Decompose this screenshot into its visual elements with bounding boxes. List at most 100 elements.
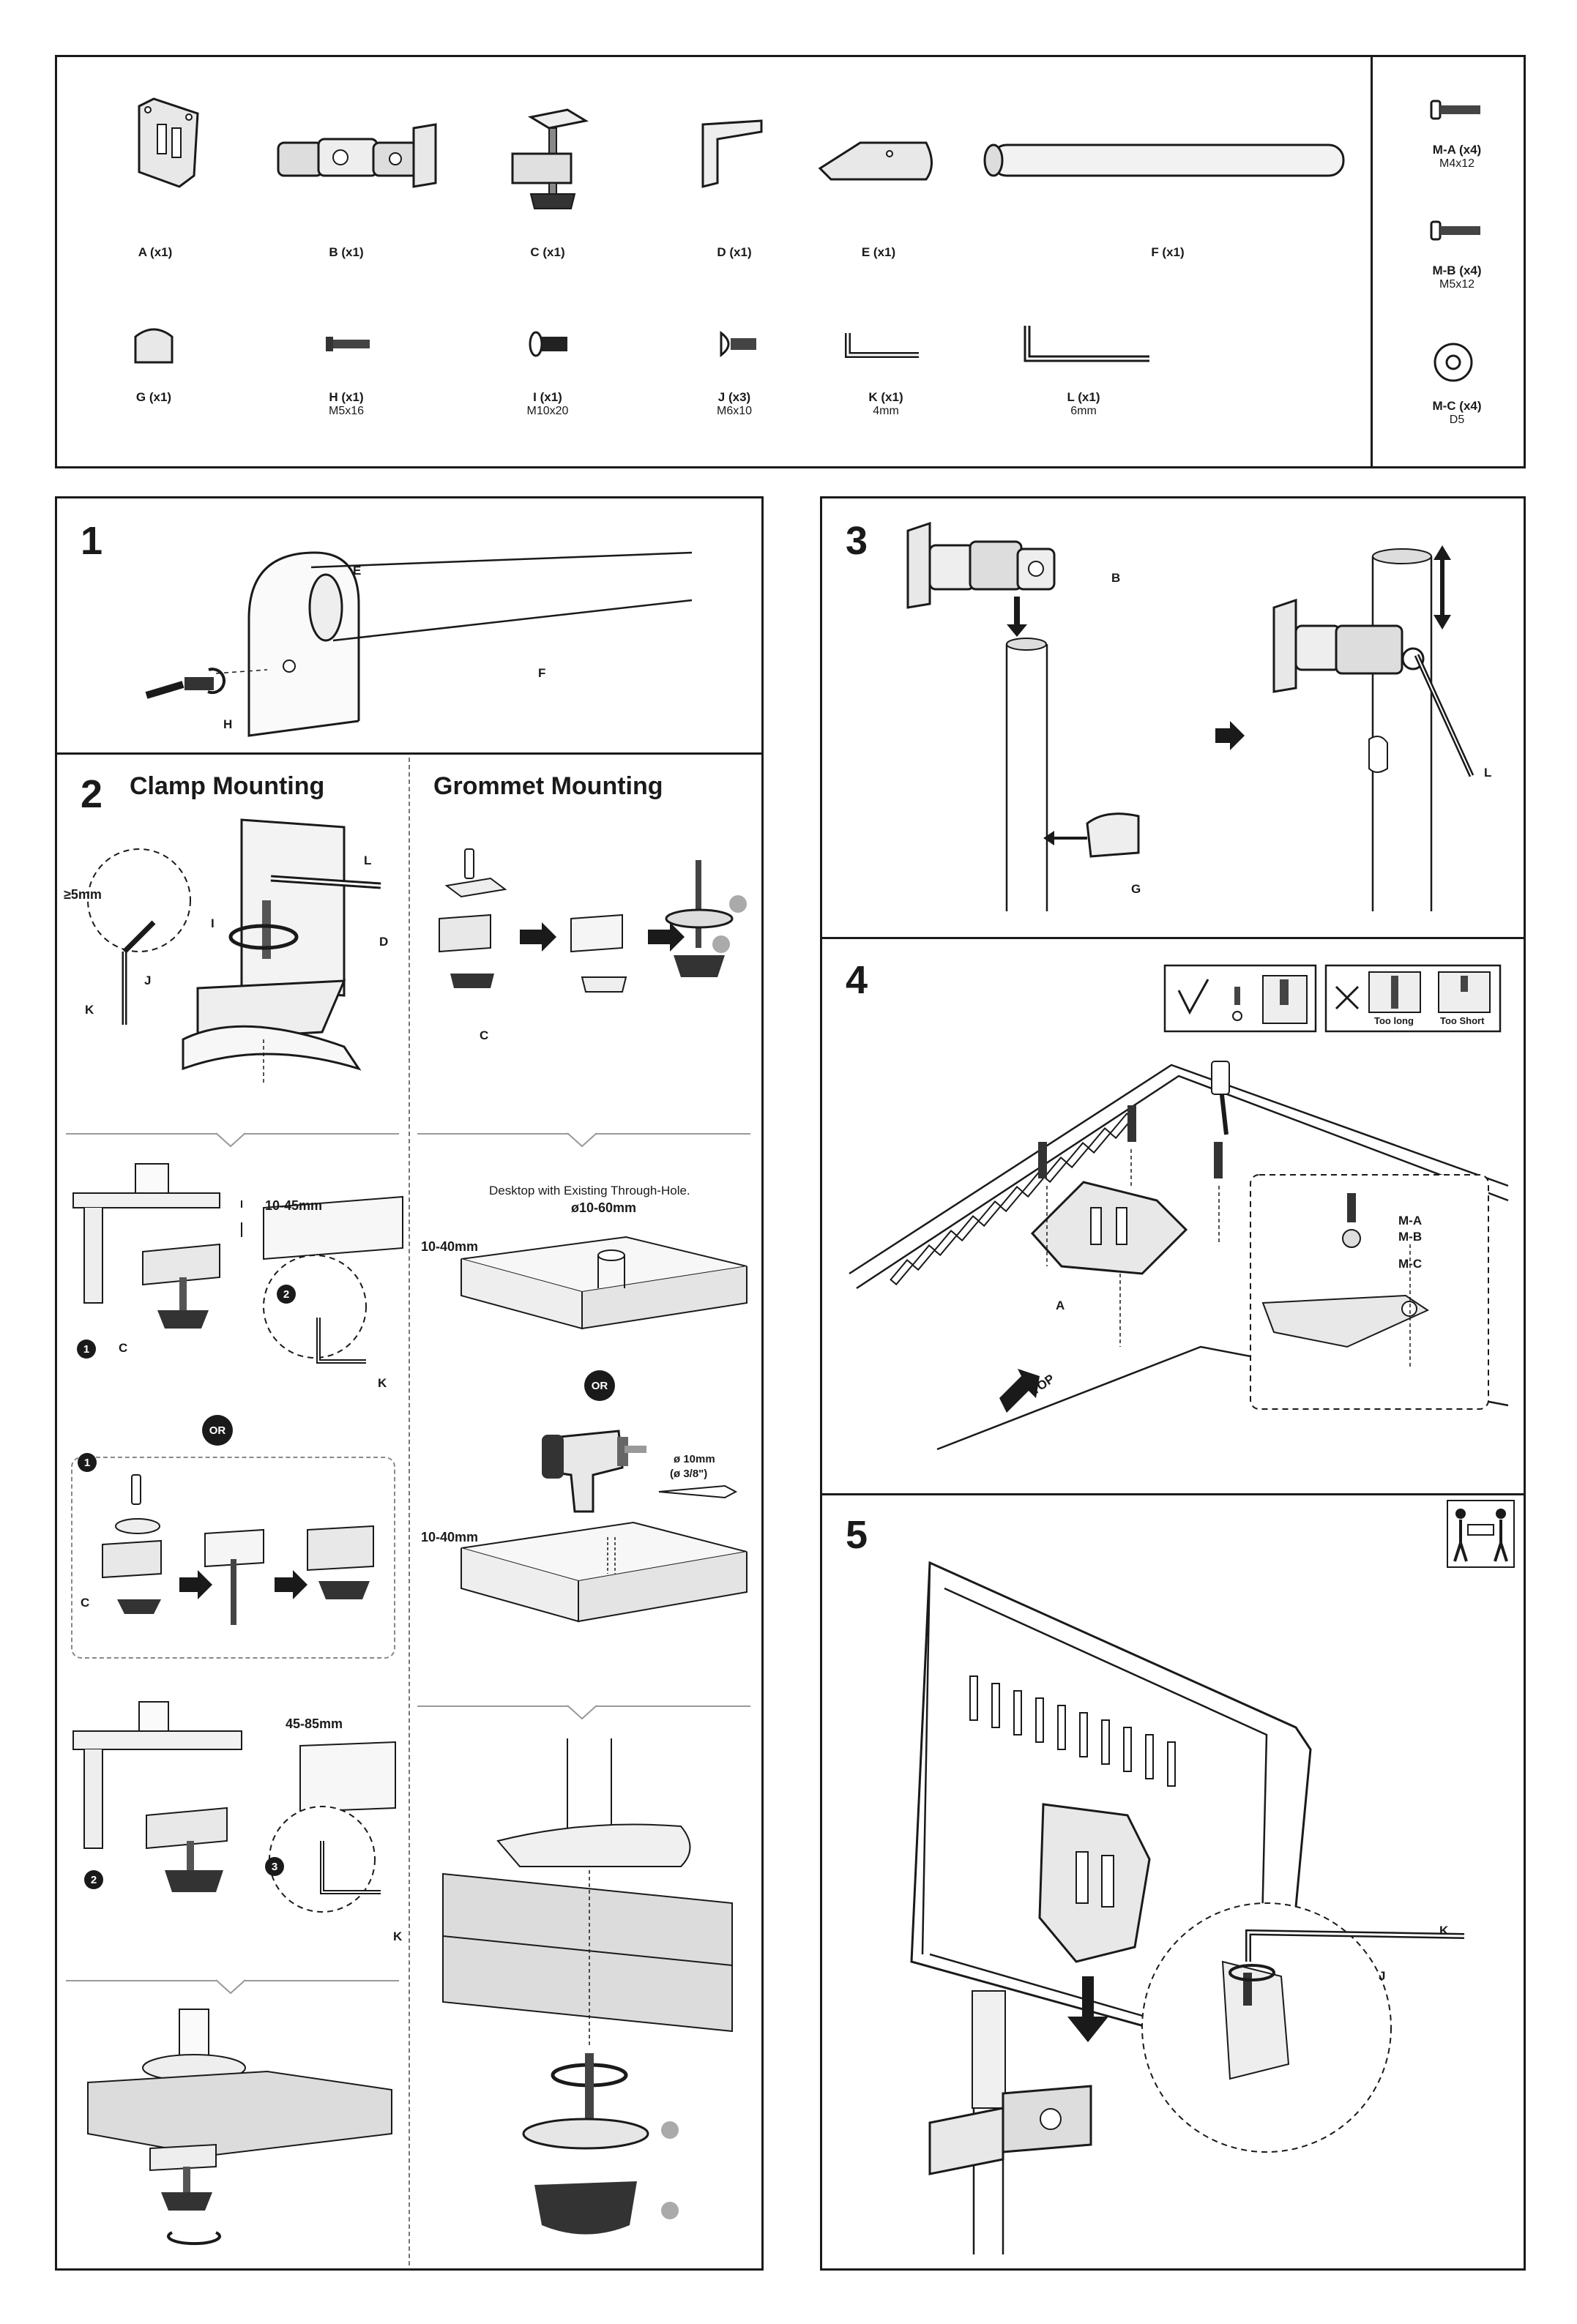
step3-divider	[820, 937, 1526, 939]
clamp-badge-2: 2	[277, 1285, 296, 1304]
step3-callout-b: B	[1111, 571, 1121, 585]
clamp-range-2-label: 45-85mm	[286, 1716, 343, 1731]
part-c-clamp-drawing	[511, 108, 589, 209]
grommet-thickness-1: 10-40mm	[421, 1239, 479, 1254]
step2-number: 2	[81, 772, 103, 816]
clamp-step-a-illustration	[87, 818, 381, 1083]
clamp-step-c-illustration	[72, 1701, 396, 1913]
part-mb-screw-drawing	[1430, 220, 1480, 241]
clamp-badge-4: 2	[84, 1870, 103, 1889]
part-k-label: K (x1)4mm	[868, 390, 903, 417]
step5-number: 5	[846, 1513, 868, 1557]
part-mc-label: M-C (x4)D5	[1432, 399, 1482, 426]
step3-number: 3	[846, 519, 868, 563]
part-ma-label: M-A (x4)M4x12	[1432, 143, 1482, 170]
step1-divider	[55, 752, 764, 755]
chevron-down-icon	[215, 1979, 246, 1995]
part-j-label: J (x3)M6x10	[716, 390, 753, 417]
clamp-callout-c3: C	[81, 1596, 90, 1610]
step4-callout-ma: M-A	[1398, 1214, 1423, 1228]
two-person-lift-icon	[1447, 1500, 1515, 1568]
grommet-mounting-title: Grommet Mounting	[433, 772, 663, 800]
chevron-down-icon	[567, 1132, 597, 1148]
part-h-screw-drawing	[326, 337, 370, 351]
chevron-down-icon	[215, 1132, 246, 1148]
part-a-vesa-plate-drawing	[138, 97, 199, 188]
clamp-callout-j: J	[144, 974, 152, 987]
clamp-callout-k: K	[85, 1003, 94, 1017]
incorrect-screw-length-box	[1324, 964, 1502, 1033]
clamp-badge-3: 1	[78, 1453, 97, 1472]
clamp-range-1-label: 10-45mm	[265, 1198, 323, 1213]
step3-callout-l: L	[1484, 766, 1492, 780]
step4-callout-mb: M-B	[1398, 1230, 1423, 1244]
part-i-label: I (x1)M10x20	[526, 390, 569, 417]
clamp-callout-k3: K	[393, 1929, 403, 1943]
step1-number: 1	[81, 519, 103, 563]
clamp-callout-i: I	[211, 916, 215, 930]
step1-callout-h: H	[223, 717, 233, 731]
clamp-callout-k2: K	[378, 1376, 387, 1390]
drill-size-inch: (ø 3/8")	[670, 1468, 708, 1480]
drill-bit-icon	[658, 1484, 738, 1499]
grommet-thickness-2: 10-40mm	[421, 1530, 479, 1544]
step4-illustration	[849, 1061, 1509, 1451]
part-i-bolt-drawing	[529, 331, 567, 357]
or-badge-2: OR	[584, 1370, 615, 1401]
part-ma-screw-drawing	[1430, 100, 1480, 120]
step4-callout-a: A	[1056, 1299, 1065, 1312]
grommet-desk-2-illustration	[461, 1521, 748, 1623]
part-g-clip-drawing	[134, 328, 174, 364]
clamp-mounting-title: Clamp Mounting	[130, 772, 325, 800]
grommet-hole-size: ø10-60mm	[571, 1200, 637, 1215]
drill-illustration	[542, 1430, 646, 1513]
clamp-step-b-illustration	[72, 1163, 403, 1364]
step2-column-divider	[409, 758, 410, 2265]
left-panel	[55, 496, 764, 2271]
step4-callout-mc: M-C	[1398, 1257, 1423, 1271]
part-l-label: L (x1)6mm	[1067, 390, 1100, 417]
step1-callout-e: E	[353, 564, 362, 578]
correct-screw-length-box	[1163, 964, 1317, 1033]
part-e-base-drawing	[818, 141, 933, 181]
part-a-label: A (x1)	[138, 245, 173, 259]
too-long-label: Too long	[1374, 1015, 1414, 1026]
clamp-badge-5: 3	[265, 1857, 284, 1876]
part-d-bracket-drawing	[701, 119, 763, 188]
drill-size: ø 10mm	[674, 1453, 715, 1465]
part-h-label: H (x1)M5x16	[328, 390, 365, 417]
part-mc-washer-drawing	[1434, 343, 1473, 382]
part-b-arm-drawing	[277, 123, 437, 188]
grommet-step-a-illustration	[439, 848, 747, 993]
clamp-alt-box	[71, 1457, 395, 1659]
grommet-description: Desktop with Existing Through-Hole.	[489, 1184, 690, 1198]
part-c-label: C (x1)	[530, 245, 565, 259]
clamp-alt-illustration	[102, 1474, 374, 1625]
step1-illustration	[145, 551, 693, 737]
part-f-pole-drawing	[983, 143, 1345, 177]
parts-divider	[1371, 55, 1373, 468]
part-d-label: D (x1)	[717, 245, 752, 259]
clamp-callout-c2: C	[119, 1341, 128, 1355]
grommet-desk-1-illustration	[461, 1236, 748, 1330]
right-panel	[820, 496, 1526, 2271]
step5-callout-k: K	[1439, 1924, 1449, 1938]
part-g-label: G (x1)	[135, 390, 172, 404]
clamp-callout-d: D	[379, 935, 389, 949]
clamp-callout-l: L	[364, 853, 372, 867]
step4-number: 4	[846, 958, 868, 1002]
part-b-label: B (x1)	[329, 245, 364, 259]
clamp-badge-1: 1	[77, 1340, 96, 1359]
step5-illustration	[910, 1561, 1465, 2254]
min-gap-label: ≥5mm	[64, 887, 102, 902]
part-e-label: E (x1)	[861, 245, 896, 259]
step1-callout-f: F	[538, 666, 546, 680]
parts-box	[55, 55, 1526, 468]
too-short-label: Too Short	[1440, 1015, 1485, 1026]
part-j-screw-drawing	[720, 330, 756, 358]
chevron-down-icon	[567, 1705, 597, 1720]
or-badge: OR	[202, 1415, 233, 1446]
clamp-final-illustration	[87, 2009, 392, 2246]
grommet-final-illustration	[442, 1738, 733, 2235]
grommet-callout-c: C	[480, 1028, 489, 1042]
